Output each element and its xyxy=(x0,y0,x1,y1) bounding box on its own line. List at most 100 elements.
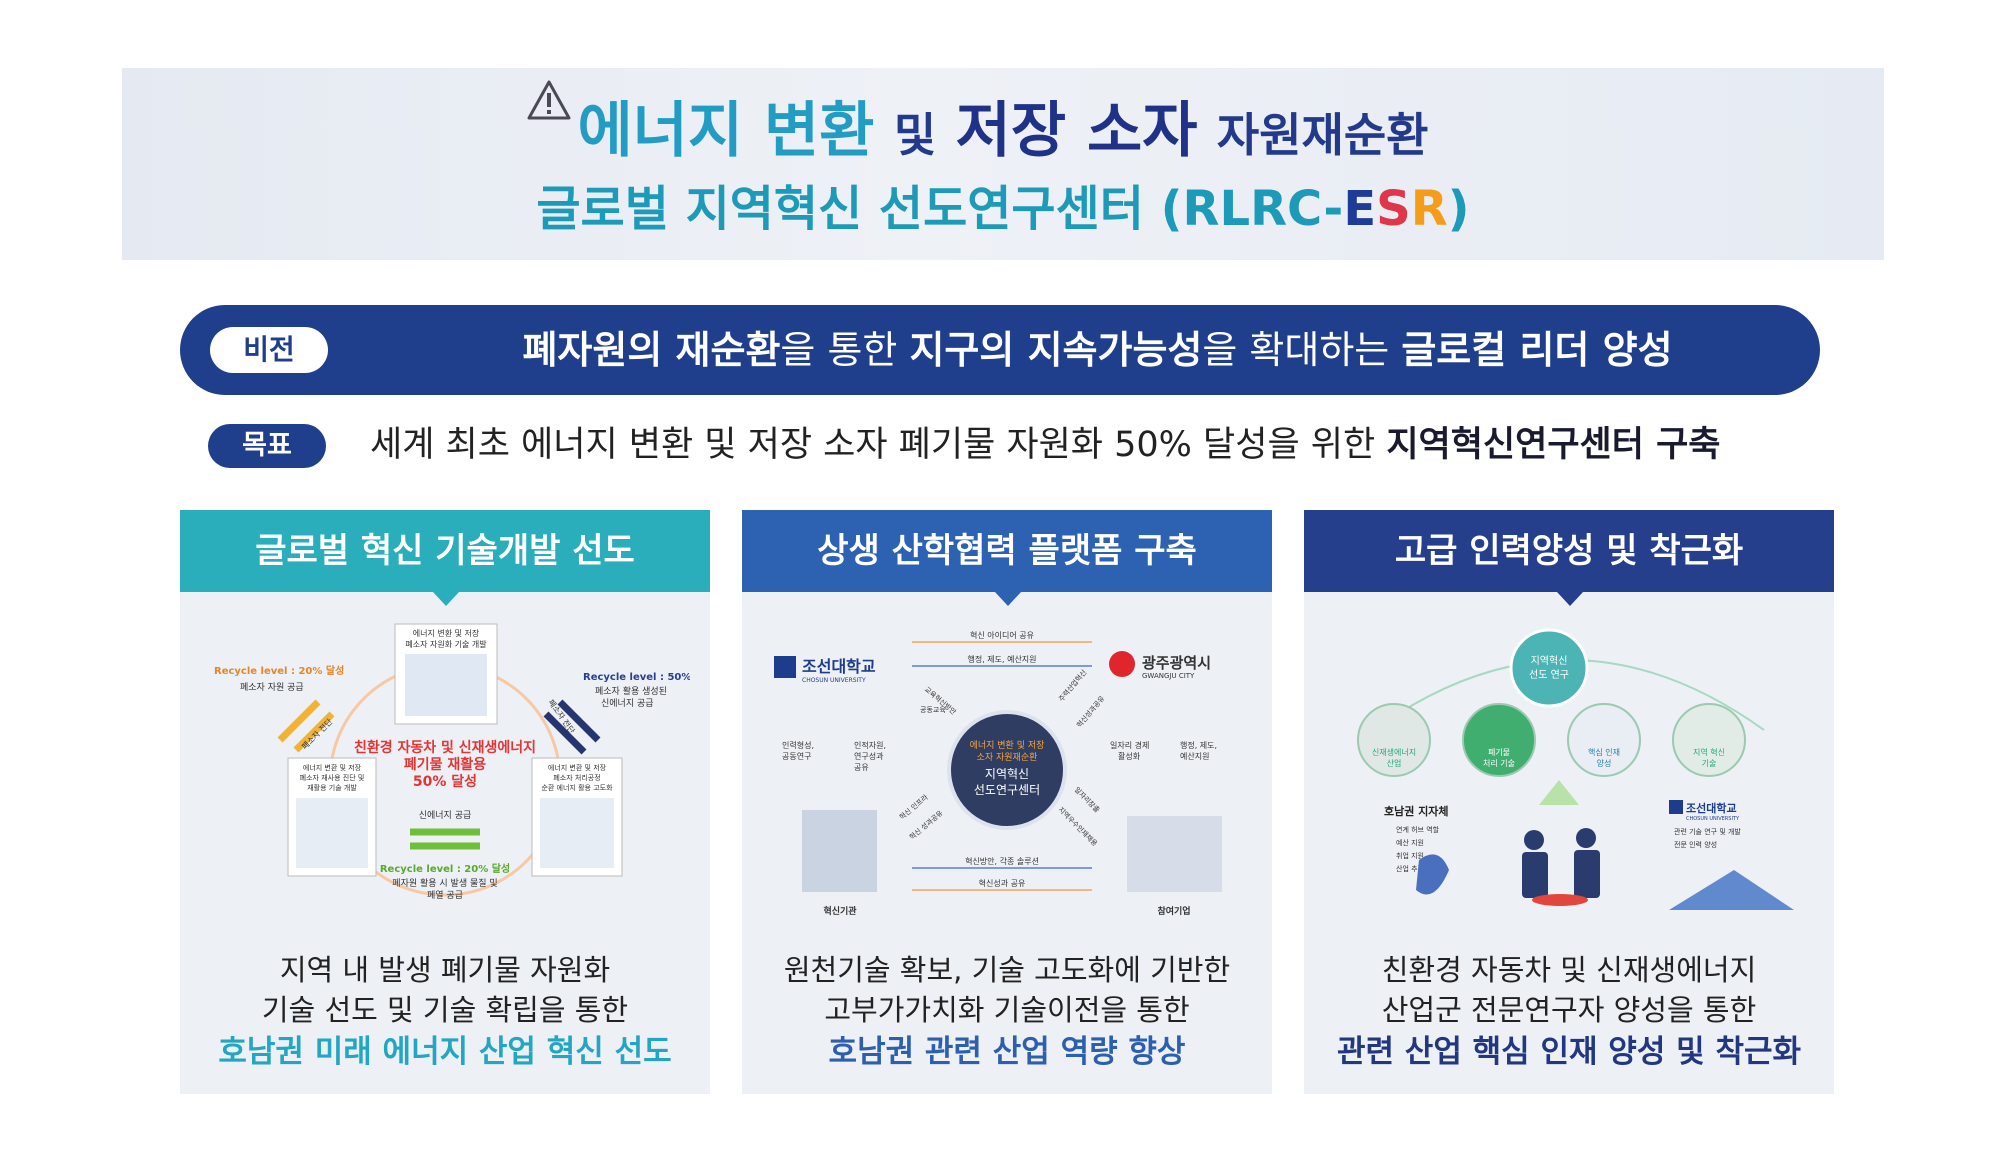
subtitle-r: R xyxy=(1410,181,1448,237)
left-box-image xyxy=(296,798,368,868)
left-item3: 취업 지원 xyxy=(1396,851,1424,860)
right-arrows xyxy=(543,699,601,755)
column-desc: 지역 내 발생 폐기물 자원화 기술 선도 및 기술 확립을 통한 xyxy=(180,950,710,1030)
subtitle-e: E xyxy=(1343,181,1377,237)
diag-label2: 공동교육 xyxy=(920,706,946,714)
right-label2b: 예산지원 xyxy=(1180,751,1209,761)
desc-line2: 기술 선도 및 기술 확립을 통한 xyxy=(261,993,629,1027)
honam-map xyxy=(1416,854,1449,895)
column-pointer xyxy=(433,592,459,606)
left-label1: 인력형성, xyxy=(782,740,814,750)
left-box-line2: 폐소자 재사용 진단 및 xyxy=(300,773,365,782)
recycle-right: Recycle level : 50% 달성 xyxy=(583,670,690,683)
left-title: 호남권 지자체 xyxy=(1384,804,1449,818)
chosun-logo-icon xyxy=(1669,800,1683,814)
goal-text-plain: 세계 최초 에너지 변환 및 저장 소자 폐기물 자원화 50% 달성을 위한 xyxy=(370,425,1387,465)
label-company: 참여기업 xyxy=(1157,905,1190,917)
diag-label7: 일자리창출 xyxy=(1073,785,1103,815)
diag-label4: 혁신성과공유 xyxy=(1075,693,1107,729)
subtitle-end: ) xyxy=(1447,181,1470,237)
circle-talent xyxy=(1567,703,1641,777)
bottom-arrows xyxy=(410,828,480,850)
recycle-diagram: Recycle level : 20% 달성 폐소자 자원 공급 폐소자 전단 … xyxy=(214,623,690,901)
right-label1b: 활성화 xyxy=(1118,751,1141,761)
top-box-line1: 에너지 변환 및 저장 xyxy=(413,628,480,638)
right-box-line2: 폐소자 처리공정 xyxy=(553,773,600,782)
center-text2: 폐기물 재활용 xyxy=(404,756,486,773)
goal-text: 세계 최초 에너지 변환 및 저장 소자 폐기물 자원화 50% 달성을 위한 … xyxy=(370,420,1721,470)
column-global-tech: 글로벌 혁신 기술개발 선도 Recycle level : 20% 달성 폐소… xyxy=(180,510,710,1094)
circle3-line1: 핵심 인재 xyxy=(1588,747,1620,757)
left-sub: 폐소자 자원 공급 xyxy=(240,681,304,693)
left-arrow-label: 폐소자 전단 xyxy=(299,716,334,751)
column-desc: 친환경 자동차 및 신재생에너지 산업군 전문연구자 양성을 통한 xyxy=(1304,950,1834,1030)
left-label1b: 공동연구 xyxy=(782,752,811,761)
center-circle xyxy=(947,710,1067,830)
left-label2: 인적자원, xyxy=(854,740,886,750)
vision-t3: 지구의 지속가능성 xyxy=(909,328,1203,372)
collaboration-diagram: 조선대학교 CHOSUN UNIVERSITY 광주광역시 GWANGJU CI… xyxy=(774,630,1222,917)
right-sub1: 폐소자 활용 생성된 xyxy=(595,685,667,697)
title-part3: 자원재순환 xyxy=(1216,108,1429,162)
vision-t2: 을 통한 xyxy=(780,328,910,372)
circle1-line2: 산업 xyxy=(1387,758,1402,768)
top-label2: 행정, 제도, 예산지원 xyxy=(967,654,1036,664)
top-label1: 혁신 아이디어 공유 xyxy=(970,630,1034,640)
circle2-line2: 처리 기술 xyxy=(1483,758,1515,768)
bottom-sub2: 폐열 공급 xyxy=(427,889,463,901)
circle1-line1: 신재생에너지 xyxy=(1372,747,1416,757)
city-name-en: GWANGJU CITY xyxy=(1142,672,1195,680)
univ-name: 조선대학교 xyxy=(1686,801,1737,815)
center-line1: 에너지 변환 및 저장 xyxy=(970,739,1045,751)
diag-label5: 혁신 인프라 xyxy=(898,792,931,821)
goal-text-bold: 지역혁신연구센터 구축 xyxy=(1386,425,1721,465)
column-title: 고급 인력양성 및 착근화 xyxy=(1304,510,1834,592)
circle4-line2: 기술 xyxy=(1702,758,1717,768)
univ-name-en: CHOSUN UNIVERSITY xyxy=(1686,816,1740,822)
goal-label: 목표 xyxy=(208,424,326,468)
vision-bar: 비전 폐자원의 재순환을 통한 지구의 지속가능성을 확대하는 글로컬 리더 양… xyxy=(180,305,1820,395)
center-line4: 선도연구센터 xyxy=(974,783,1040,797)
city-name: 광주광역시 xyxy=(1142,654,1211,672)
center-text3: 50% 달성 xyxy=(413,774,477,790)
new-energy-label: 신에너지 공급 xyxy=(419,810,472,821)
bottom-label1: 혁신방안, 각종 솔루션 xyxy=(965,856,1039,866)
column-title: 글로벌 혁신 기술개발 선도 xyxy=(180,510,710,592)
circle2-line1: 폐기물 xyxy=(1488,747,1510,757)
label-institution: 혁신기관 xyxy=(823,905,857,917)
recycle-bottom: Recycle level : 20% 달성 xyxy=(380,862,510,875)
column-highlight: 호남권 미래 에너지 산업 혁신 선도 xyxy=(218,1034,672,1070)
bottom-sub1: 폐자원 활용 시 발생 물질 및 xyxy=(392,877,497,889)
right-label2: 행정, 제도, xyxy=(1180,740,1217,750)
handshake-illustration xyxy=(1522,828,1600,906)
center-line2: 소자 자원재순환 xyxy=(977,751,1038,763)
recycle-left: Recycle level : 20% 달성 xyxy=(214,664,344,677)
left-item4: 산업 추진 xyxy=(1396,864,1424,873)
talent-diagram: 지역혁신 선도 연구 신재생에너지 산업 폐기물 처리 기술 핵심 인재 양성 … xyxy=(1357,628,1794,910)
right-box-line3: 순환 에너지 활용 고도화 xyxy=(541,783,613,792)
campus-illustration xyxy=(1669,870,1794,910)
left-item2: 예산 지원 xyxy=(1396,838,1424,847)
desc-line2: 산업군 전문연구자 양성을 통한 xyxy=(1381,993,1757,1027)
vision-t5: 글로컬 리더 양성 xyxy=(1401,328,1673,372)
right-box-line1: 에너지 변환 및 저장 xyxy=(548,763,607,772)
bottom-label2: 혁신성과 공유 xyxy=(979,879,1026,888)
column-title: 상생 산학협력 플랫폼 구축 xyxy=(742,510,1272,592)
circle3-line2: 양성 xyxy=(1597,759,1612,768)
main-title: 에너지 변환 및 저장 소자 자원재순환 xyxy=(122,98,1884,164)
warning-icon xyxy=(527,80,571,120)
left-arrows xyxy=(277,699,335,753)
right-box-image xyxy=(540,798,614,868)
left-box-line3: 재활용 기술 개발 xyxy=(307,783,357,792)
circle-regional xyxy=(1672,703,1746,777)
vision-t1: 폐자원의 재순환 xyxy=(522,328,781,372)
circle-waste xyxy=(1462,703,1536,777)
diag-label3: 주력산업혁신 xyxy=(1057,668,1089,703)
subtitle: 글로벌 지역혁신 선도연구센터 (RLRC-ESR) xyxy=(122,183,1884,236)
desc-line2: 고부가가치화 기술이전을 통한 xyxy=(824,993,1190,1027)
top-circle-line1: 지역혁신 xyxy=(1531,655,1568,667)
column-collaboration: 상생 산학협력 플랫폼 구축 조선대학교 CHOSUN UNIVERSITY 광… xyxy=(742,510,1272,1094)
arrow-up xyxy=(1539,780,1579,805)
column-pointer xyxy=(995,592,1021,606)
top-box-line2: 폐소자 자원화 기술 개발 xyxy=(405,639,487,649)
